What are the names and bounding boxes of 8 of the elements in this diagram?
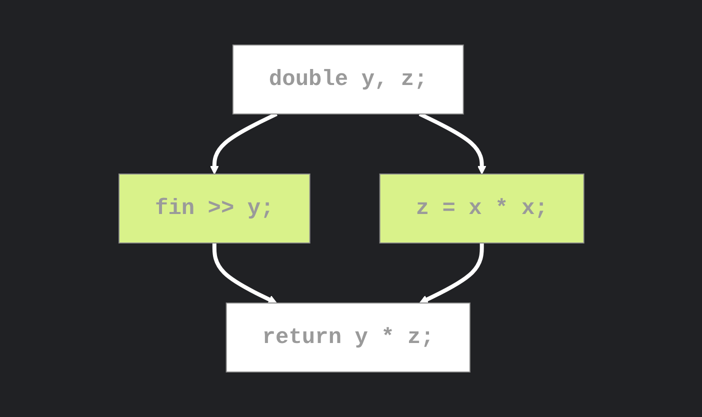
node-box: return y * z; xyxy=(225,302,470,372)
node-box: double y, z; xyxy=(232,44,464,114)
arrow xyxy=(212,243,277,304)
arrow xyxy=(418,243,484,304)
arrow xyxy=(418,112,486,174)
node-box: z = x * x; xyxy=(378,174,584,244)
arrow xyxy=(210,112,278,174)
node-box: fin >> y; xyxy=(118,174,310,244)
